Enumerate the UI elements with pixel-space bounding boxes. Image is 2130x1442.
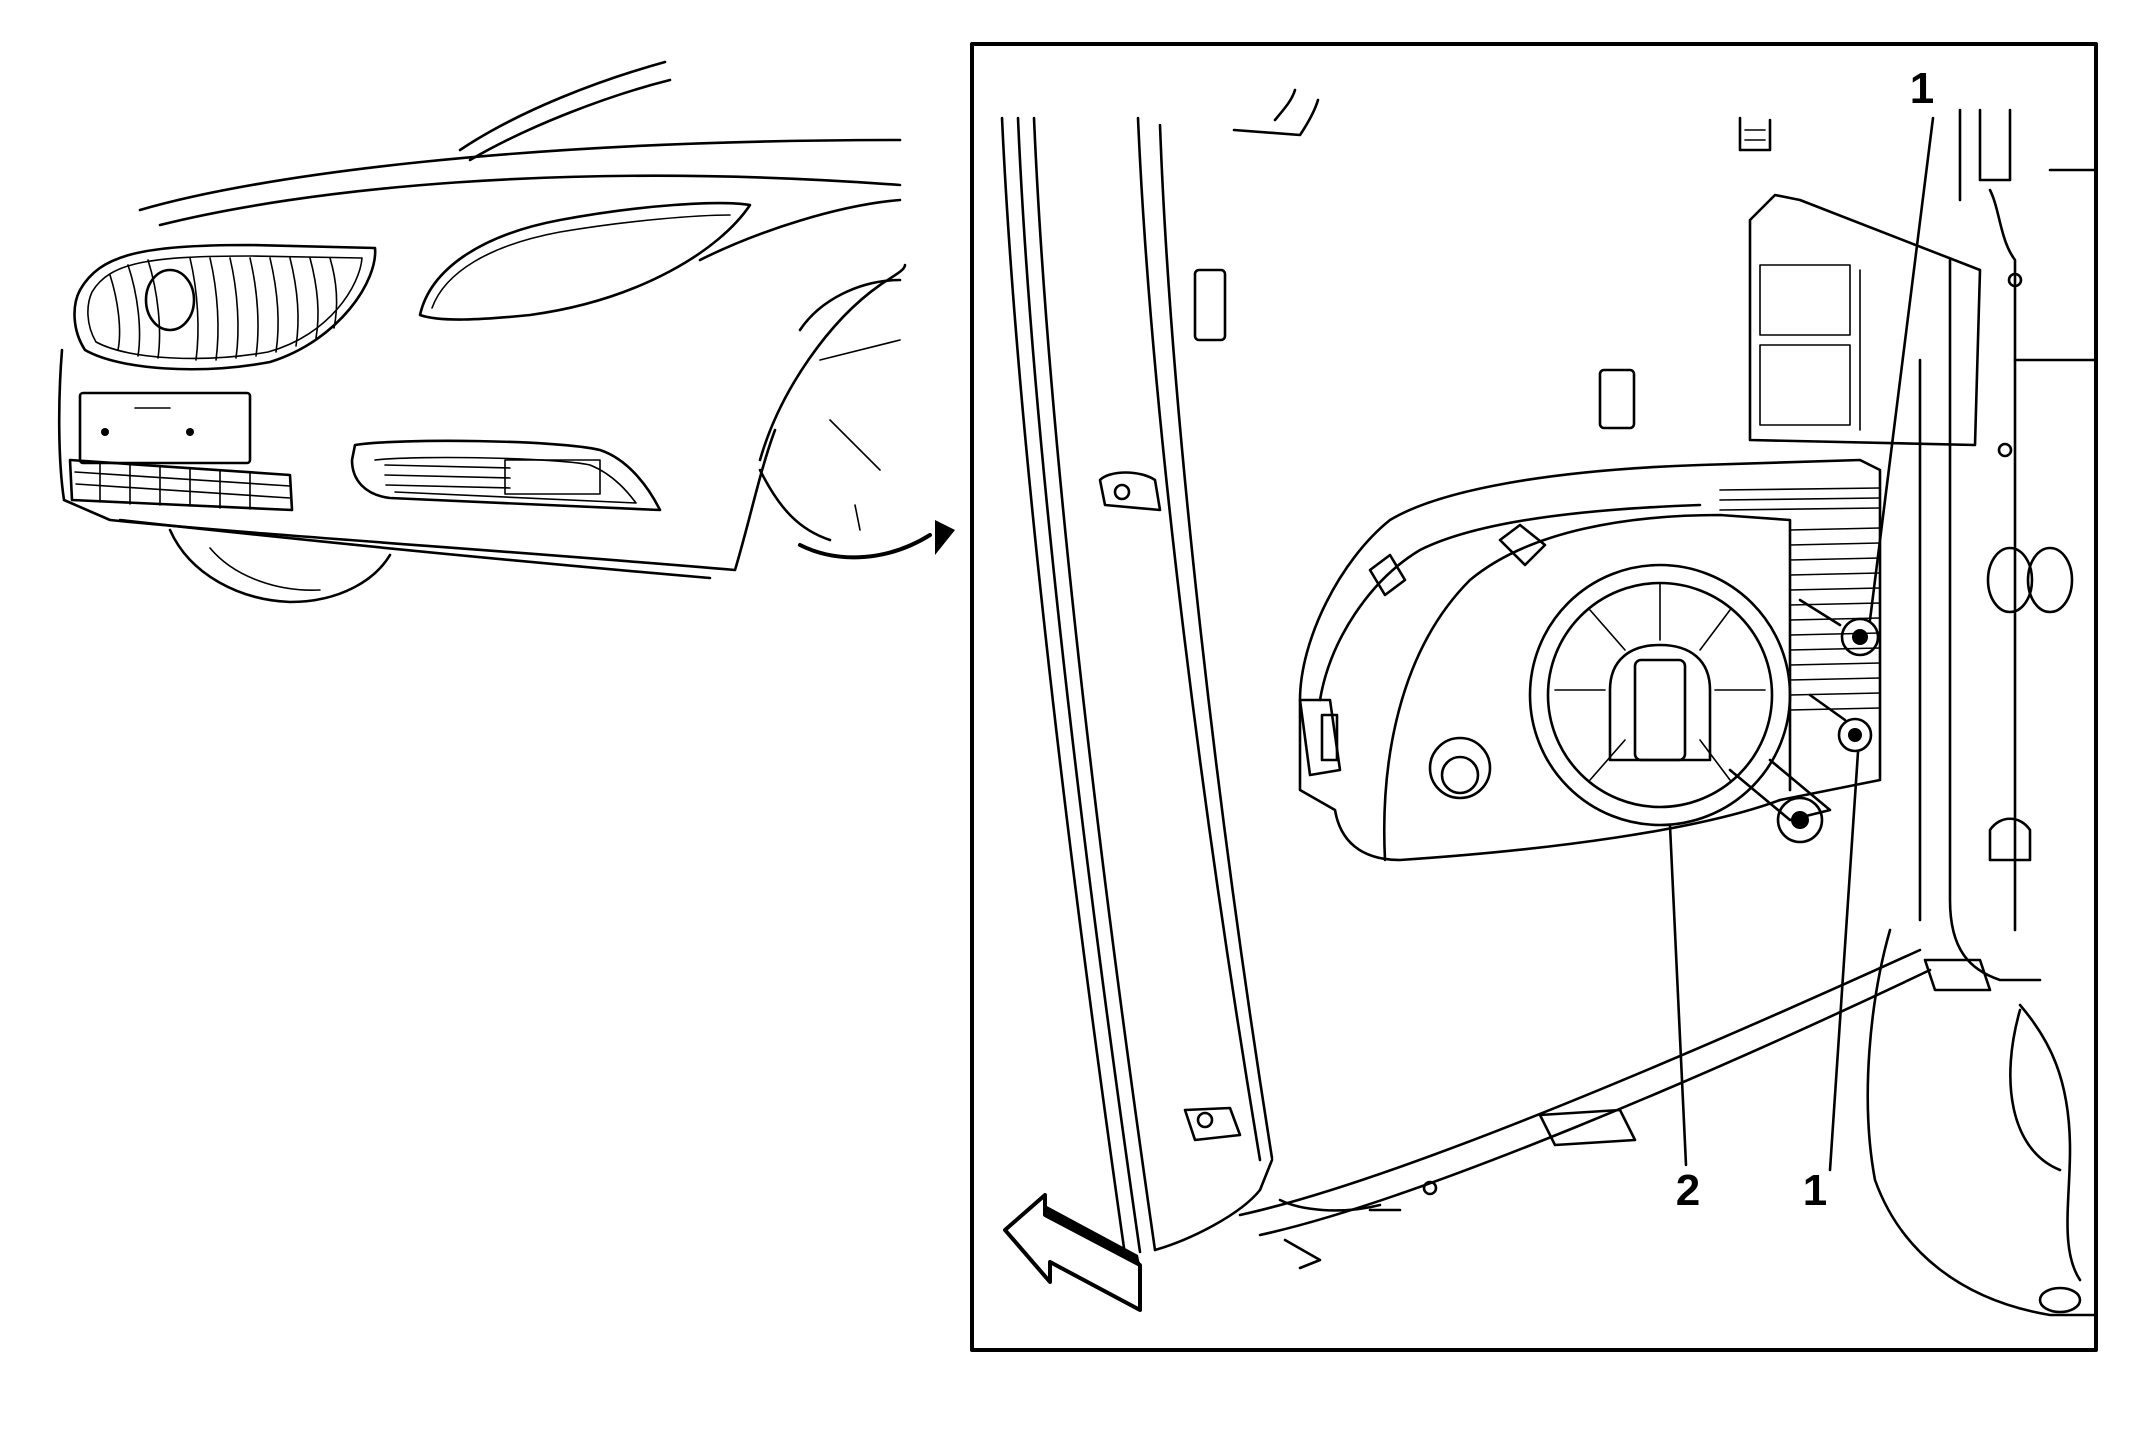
leader-line-fastener-bottom [1828,750,1860,1172]
leader-line-fog-lamp [1668,824,1688,1167]
forward-arrow-icon [1003,1193,1142,1312]
callout-label-fastener-bottom: 1 [1803,1166,1827,1215]
fog-lamp-assembly [1298,458,1882,862]
callout-label-fastener-top: 1 [1910,64,1934,113]
fastener-lower [1808,693,1873,753]
curved-arrow-icon [798,533,932,560]
car-front-overview [57,60,955,604]
fastener-upper [1798,598,1880,657]
callout-label-fog-lamp: 2 [1676,1166,1700,1215]
curved-arrow-head [935,520,955,555]
detail-view: 1 2 1 [1000,64,2098,1317]
leader-line-fastener-top [1868,116,1935,622]
detail-frame [970,42,2098,1352]
